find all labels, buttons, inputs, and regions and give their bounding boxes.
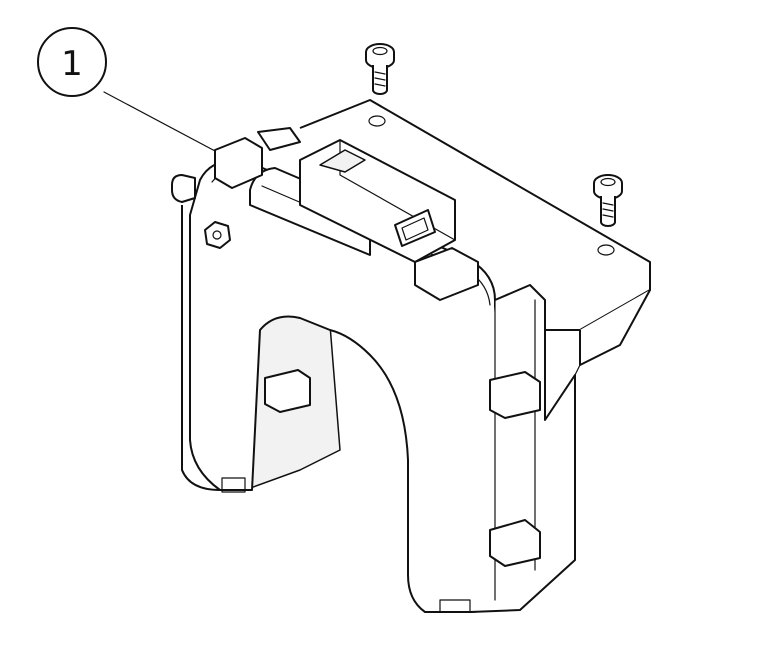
screw-top (365, 43, 395, 95)
sensor-housing (171, 127, 576, 613)
callout-number: 1 (61, 44, 83, 84)
callout-1: 1 (37, 27, 233, 161)
callout-leader-line (103, 91, 233, 161)
callout-circle (37, 27, 107, 97)
screw-right (593, 174, 623, 227)
